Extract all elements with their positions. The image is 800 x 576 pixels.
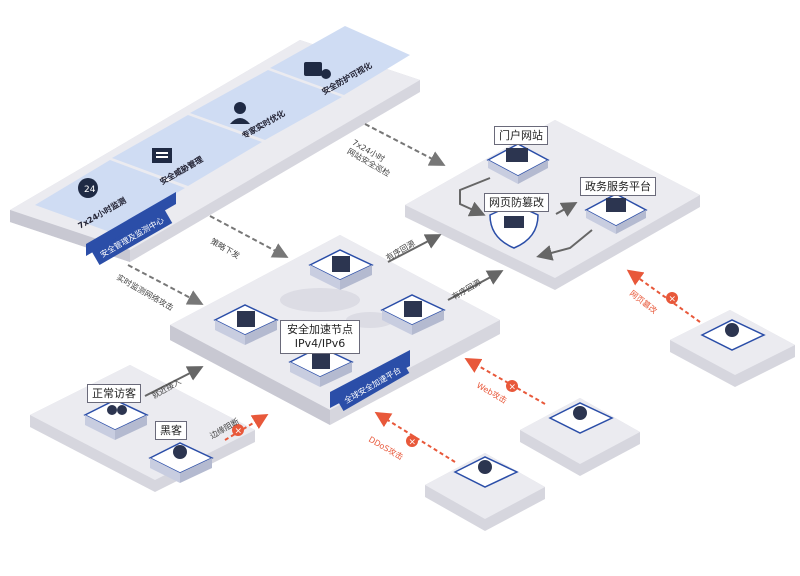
arrow-back-to-origin-2	[447, 270, 504, 301]
edge-node-right	[380, 294, 446, 335]
svg-text:×: ×	[669, 295, 677, 305]
tamper-label: 网页防篡改	[484, 193, 549, 212]
monitor-title-bar	[86, 192, 176, 256]
portal-label: 门户网站	[494, 126, 548, 145]
client-platform	[30, 365, 255, 492]
visitor-icon	[83, 399, 149, 440]
panel-threat	[112, 115, 262, 186]
block-x-icon: ×	[666, 292, 678, 305]
edge-node-left	[213, 304, 279, 345]
arrow-realtime	[127, 264, 204, 305]
panel-expert	[190, 70, 342, 140]
arrow-edge-block	[224, 413, 269, 441]
arrow-nearby-access	[144, 366, 204, 397]
expert-icon	[230, 102, 250, 124]
arrow-strategy	[209, 215, 289, 258]
panel-visual	[270, 26, 410, 95]
attacker-platform-bottom	[425, 453, 545, 531]
hacker-icon	[148, 442, 214, 483]
attacker-platform-right	[670, 310, 795, 387]
portal-server-icon	[486, 143, 550, 184]
svg-text:24: 24	[84, 185, 96, 195]
attacker-platform-middle	[520, 398, 640, 476]
visitor-label: 正常访客	[87, 384, 141, 403]
document-icon	[152, 148, 172, 163]
arrow-monitor-to-origin	[364, 123, 446, 166]
clock-icon: 24	[78, 178, 98, 198]
arrow-tamper-attack	[626, 269, 701, 323]
arrow-back-to-origin-1	[387, 234, 442, 263]
svg-text:×: ×	[509, 383, 517, 393]
edge-node-top	[308, 249, 374, 290]
arrow-web-attack	[464, 358, 546, 405]
svg-text:×: ×	[409, 438, 417, 448]
origin-platform	[405, 120, 700, 290]
edge-node-label: 安全加速节点 IPv4/IPv6	[280, 320, 360, 354]
gov-label: 政务服务平台	[580, 177, 656, 196]
block-x-icon: ×	[406, 435, 418, 448]
svg-text:×: ×	[235, 427, 243, 437]
shield-eye-icon	[304, 62, 331, 79]
panel-monitor	[35, 160, 185, 232]
edge-node-label-line1: 安全加速节点	[287, 323, 353, 336]
hacker-label: 黑客	[155, 421, 187, 440]
edge-node-bottom	[288, 346, 354, 387]
block-x-icon: ×	[232, 424, 244, 437]
edge-node-label-line2: IPv4/IPv6	[294, 337, 346, 350]
tamper-shield-icon	[489, 203, 539, 249]
monitor-center-platform: 24	[10, 26, 420, 262]
gov-server-icon	[584, 193, 648, 234]
block-x-icon: ×	[506, 380, 518, 393]
